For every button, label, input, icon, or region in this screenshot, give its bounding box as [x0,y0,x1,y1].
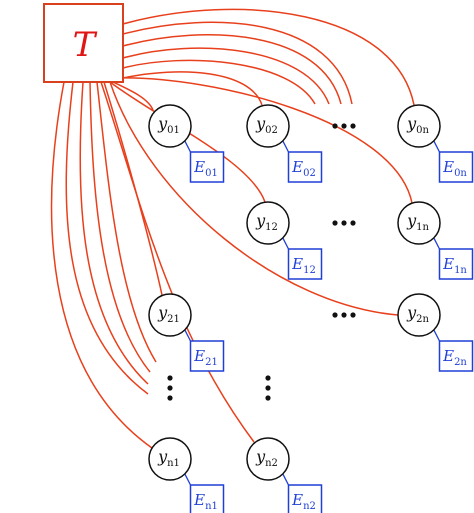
factor-label-E2n: E2n [442,347,467,368]
edge-t-yn2 [100,81,255,443]
connector-yn2-En2 [282,473,290,486]
connector-y12-E12 [282,237,290,250]
connector-y01-E01 [184,140,192,153]
ellipsis-dot-col2-0 [265,375,271,381]
factor-box-E02 [287,151,323,183]
factor-box-E1n [438,248,474,280]
edge-t-col1-b [89,81,151,373]
factor-label-E1n: E1n [442,255,467,276]
factor-label-E21: E21 [193,347,218,368]
root-layer: T [43,3,124,83]
factor-label-E01: E01 [193,158,218,179]
node-yn1 [148,437,192,481]
node-y0n [397,104,441,148]
ellipsis-dot-col1-2 [167,395,173,401]
node-label-yn1: yn1 [157,447,180,469]
factor-label-E12: E12 [291,255,316,276]
node-y21 [148,293,192,337]
ellipsis-col1 [167,375,173,401]
factor-box-En1 [189,484,225,513]
factor-box-E0n [438,151,474,183]
node-y1n [397,201,441,245]
ellipsis-dot-row1-1 [341,220,347,226]
edge-t-y1n [115,77,413,204]
ellipsis-layer [167,123,356,401]
root-box [43,3,124,83]
connector-yn1-En1 [184,473,192,486]
node-y02 [246,104,290,148]
ellipsis-row0 [332,123,356,129]
connector-y2n-E2n [433,329,441,342]
factor-box-E21 [189,340,225,372]
connector-y02-E02 [282,140,290,153]
ellipsis-dot-row0-1 [341,123,347,129]
node-label-y02: y02 [255,114,278,136]
node-y01 [148,104,192,148]
edge-t-row0-a [122,21,353,105]
edge-t-y2n [109,81,399,316]
factor-label-E0n: E0n [442,158,467,179]
factor-label-E02: E02 [291,158,316,179]
edge-t-y0n [122,8,415,106]
connector-y21-E21 [184,329,192,342]
node-y12 [246,201,290,245]
node-label-yn2: yn2 [255,447,278,469]
ellipsis-dot-row0-2 [350,123,356,129]
edges-layer [50,8,415,449]
edge-t-row0-d [122,59,316,105]
ellipsis-dot-row2-2 [350,312,356,318]
nodes-layer: y01 y02 y0n y12 y1n y21 y2n yn1 yn2 [148,104,441,481]
ellipsis-dot-col1-0 [167,375,173,381]
edge-t-y12 [109,81,266,203]
factor-box-E2n [438,340,474,372]
node-label-y21: y21 [157,303,180,325]
edge-t-col1-a [96,81,157,363]
ellipsis-dot-row2-0 [332,312,338,318]
edge-t-y02 [122,71,263,106]
factor-box-E01 [189,151,225,183]
factor-box-En2 [287,484,323,513]
edge-t-col1-d [65,81,149,395]
factor-label-En2: En2 [291,491,316,512]
edge-t-y01 [112,81,154,111]
node-label-y2n: y2n [406,303,429,325]
node-y2n [397,293,441,337]
node-label-y1n: y1n [406,211,429,233]
ellipsis-col2 [265,375,271,401]
edge-t-row0-b [122,34,342,105]
node-label-y01: y01 [157,114,180,136]
ellipsis-row1 [332,220,356,226]
connector-y1n-E1n [433,237,441,250]
ellipsis-dot-row2-1 [341,312,347,318]
ellipsis-row2 [332,312,356,318]
ellipsis-dot-row1-2 [350,220,356,226]
ellipsis-dot-col1-1 [167,385,173,391]
factor-label-En1: En1 [193,491,218,512]
factor-box-E12 [287,248,323,280]
edge-t-y21 [103,81,163,296]
edge-t-yn1 [50,81,153,449]
edge-t-row0-c [122,47,330,105]
ellipsis-dot-row0-0 [332,123,338,129]
node-label-y0n: y0n [406,114,429,136]
ellipsis-dot-row1-0 [332,220,338,226]
ellipsis-dot-col2-2 [265,395,271,401]
node-label-y12: y12 [255,211,278,233]
edge-t-col1-c [79,81,149,385]
ellipsis-dot-col2-1 [265,385,271,391]
node-yn2 [246,437,290,481]
root-label: T [73,25,98,65]
connector-y0n-E0n [433,140,441,153]
